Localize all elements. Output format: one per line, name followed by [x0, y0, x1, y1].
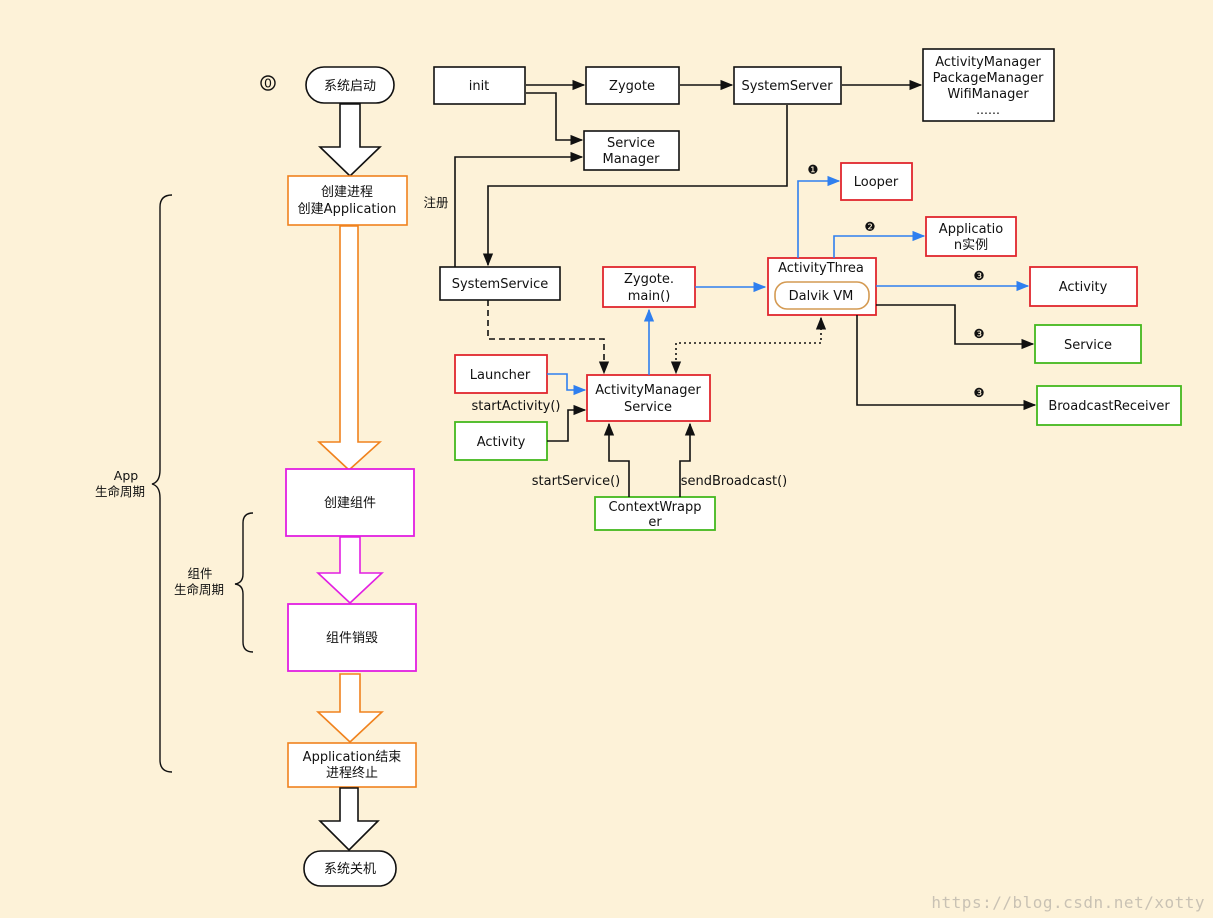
- activity-out-node: [1029, 266, 1138, 307]
- service-manager-line1: Service: [607, 136, 655, 151]
- activity-thread-label: ActivityThrea: [778, 261, 864, 276]
- dalvik-vm-node: [774, 281, 870, 310]
- zygote-main-line1: Zygote.: [624, 272, 674, 287]
- broadcast-receiver-node: [1036, 385, 1182, 426]
- component-lifecycle-line2: 生命周期: [174, 582, 224, 597]
- zygote-main-node: [602, 266, 696, 308]
- ams-line2: Service: [624, 400, 672, 415]
- dalvik-vm-label: Dalvik VM: [789, 289, 854, 304]
- step-zero-label: 0: [264, 76, 272, 91]
- activity-in-label: Activity: [477, 435, 526, 450]
- shutdown-label: 系统关机: [324, 862, 376, 877]
- system-service-label: SystemService: [452, 277, 549, 292]
- service-manager-line2: Manager: [603, 152, 661, 167]
- end-down-arrow: [318, 787, 380, 852]
- init-label: init: [469, 79, 490, 94]
- systemservice-to-ams-dashed-arrow: [487, 300, 610, 375]
- context-wrapper-line2: er: [648, 515, 662, 530]
- launcher-label: Launcher: [470, 368, 531, 383]
- create-process-node: [287, 175, 408, 226]
- app-lifecycle-brace: [151, 194, 173, 773]
- system-service-node: [439, 266, 561, 301]
- system-server-node: [733, 66, 842, 105]
- start-activity-label: startActivity(): [471, 399, 560, 414]
- register-arrow: [454, 151, 584, 267]
- watermark-url: https://blog.csdn.net/xotty: [931, 893, 1205, 912]
- activity-in-node: [454, 421, 548, 461]
- app-end-line1: Application结束: [303, 750, 402, 765]
- system-start-node: [305, 66, 395, 104]
- step-three-marker: ❸: [973, 268, 984, 283]
- init-to-service-manager-arrow: [526, 92, 584, 146]
- launcher-to-ams-arrow: [547, 373, 587, 396]
- manager-item: ActivityManager: [935, 55, 1041, 70]
- step-two-marker: ❷: [864, 219, 875, 234]
- create-component-label: 创建组件: [324, 496, 376, 511]
- component-lifecycle-brace: [234, 512, 254, 653]
- activitythread-to-application-arrow: [833, 230, 926, 258]
- app-lifecycle-line1: App: [114, 468, 138, 483]
- launcher-node: [454, 354, 548, 394]
- activitythread-to-receiver-arrow: [856, 315, 1037, 411]
- destroy-component-node: [287, 603, 417, 672]
- create-process-line1: 创建进程: [321, 185, 373, 200]
- component-lifecycle-line1: 组件: [187, 566, 212, 581]
- zygote-label: Zygote: [609, 79, 655, 94]
- boot-chain: init Zygote SystemServer ActivityManager…: [423, 48, 1055, 301]
- manager-item: ......: [976, 102, 1000, 117]
- zygote-main-line2: main(): [628, 289, 671, 304]
- system-server-label: SystemServer: [741, 79, 833, 94]
- activitythread-to-looper-arrow: [797, 175, 841, 258]
- send-broadcast-arrow: [679, 422, 696, 497]
- register-label: 注册: [423, 195, 448, 210]
- start-service-label: startService(): [532, 474, 620, 489]
- step-one-marker: ❶: [807, 162, 818, 177]
- ams-group: Launcher startActivity() Activity Activi…: [454, 300, 827, 531]
- looper-node: [840, 162, 913, 201]
- service-out-node: [1034, 324, 1142, 364]
- managers-node: [922, 48, 1055, 122]
- shutdown-node: [303, 850, 397, 887]
- looper-label: Looper: [854, 175, 899, 190]
- activitythread-to-service-arrow: [876, 304, 1035, 350]
- systemserver-to-systemservice-arrow: [482, 105, 788, 267]
- zygote-node: [585, 66, 680, 105]
- activity-to-ams-arrow: [547, 404, 587, 442]
- lifecycle-column: 0 系统启动 创建进程 创建Application 创建组件 组件销毁 Appl…: [95, 66, 417, 887]
- system-start-label: 系统启动: [324, 79, 376, 94]
- send-broadcast-label: sendBroadcast(): [681, 474, 788, 489]
- step-three-marker: ❸: [973, 385, 984, 400]
- app-end-node: [287, 742, 417, 788]
- init-node: [433, 66, 526, 105]
- manager-item: PackageManager: [933, 71, 1045, 86]
- service-out-label: Service: [1064, 338, 1112, 353]
- runtime-group: Zygote. main() ActivityThrea Dalvik VM L…: [602, 162, 1182, 426]
- create-component-node: [285, 468, 415, 537]
- app-end-line2: 进程终止: [326, 765, 378, 781]
- component-down-arrow: [315, 536, 385, 605]
- destroy-component-label: 组件销毁: [326, 631, 378, 646]
- context-wrapper-line1: ContextWrapp: [608, 500, 701, 515]
- manager-item: WifiManager: [947, 87, 1029, 102]
- ams-activitythread-dotted-link: [670, 316, 827, 375]
- service-manager-node: [583, 130, 680, 171]
- app-lifecycle-line2: 生命周期: [95, 484, 145, 499]
- context-wrapper-node: [594, 496, 716, 531]
- activity-out-label: Activity: [1059, 280, 1108, 295]
- start-down-arrow: [318, 103, 382, 178]
- step-three-marker: ❸: [973, 326, 984, 341]
- ams-line1: ActivityManager: [595, 383, 701, 398]
- application-instance-line2: n实例: [954, 238, 988, 253]
- application-instance-node: [925, 216, 1017, 257]
- destroy-down-arrow: [315, 673, 385, 744]
- broadcast-receiver-label: BroadcastReceiver: [1048, 399, 1170, 414]
- create-process-line2: 创建Application: [298, 202, 397, 217]
- process-to-component-arrow: [316, 225, 383, 472]
- application-instance-line1: Applicatio: [939, 222, 1003, 237]
- start-service-arrow: [603, 422, 630, 497]
- step-zero-marker: [260, 75, 276, 91]
